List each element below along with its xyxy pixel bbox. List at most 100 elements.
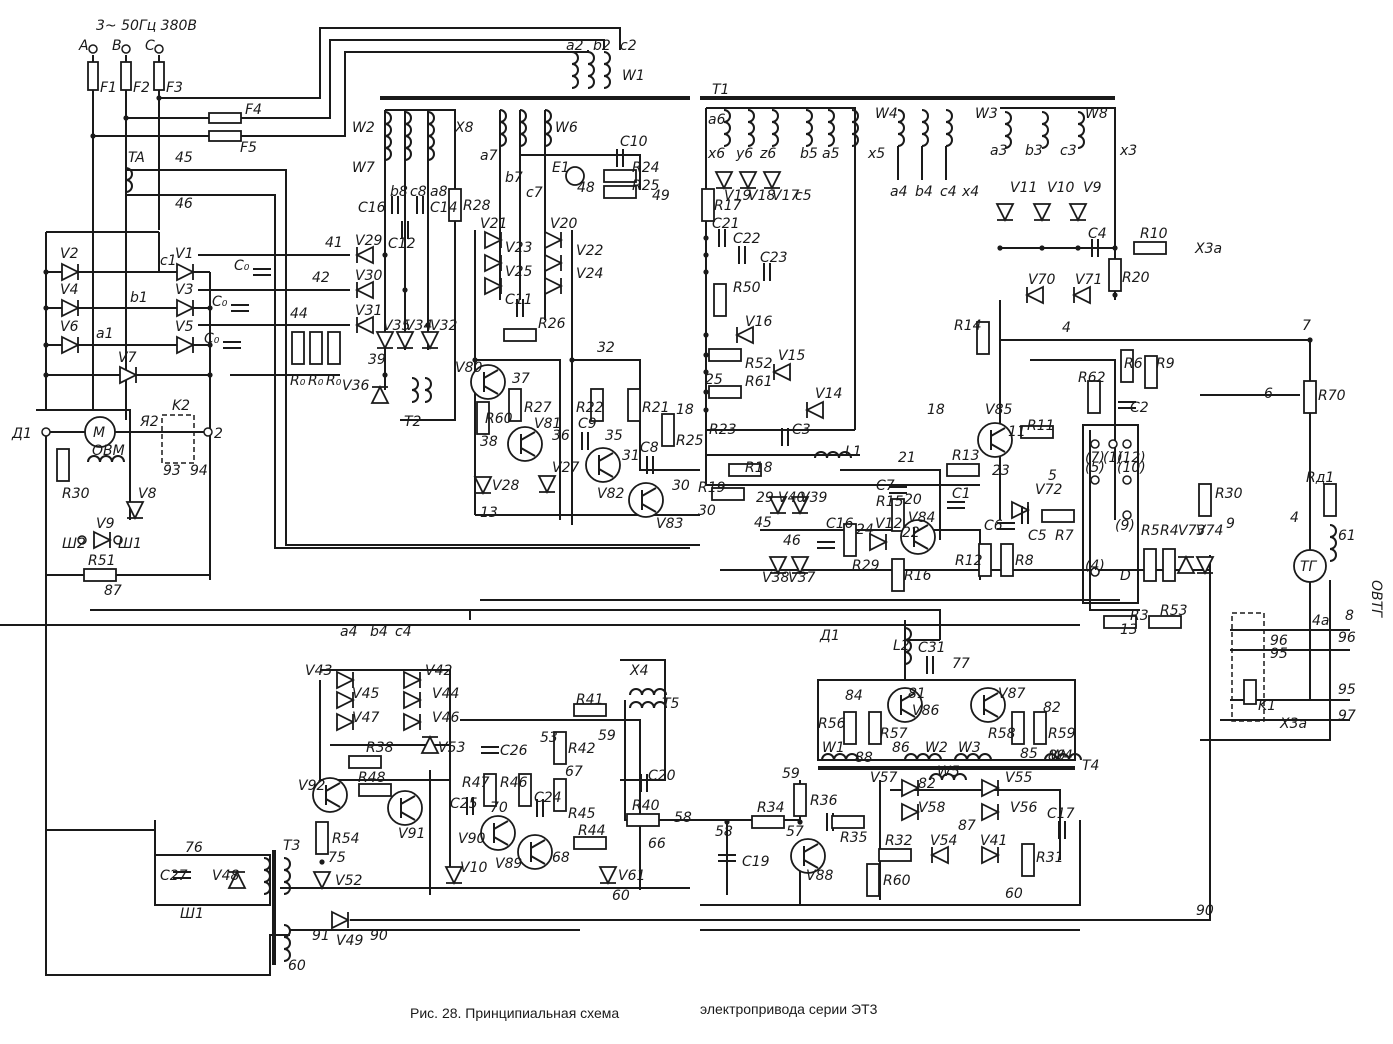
resistor-icon	[1000, 543, 1014, 577]
thyristor-icon	[734, 325, 754, 345]
supply-label: 3~ 50Гц 380В	[96, 18, 197, 34]
diode-label: V54	[930, 833, 957, 849]
node-label: 13	[480, 505, 498, 521]
diode-label: V57	[870, 770, 897, 786]
node-label: Ш1	[180, 906, 204, 922]
diode-label: V2	[60, 246, 79, 262]
diode-icon	[484, 230, 504, 250]
thyristor-label: V3	[175, 282, 193, 298]
diode-label: V17	[772, 188, 799, 204]
node-label: 76	[185, 840, 203, 856]
diode-label: V38	[762, 570, 789, 586]
node-label: 48	[577, 180, 595, 196]
tap-label: c4	[395, 624, 412, 640]
resistor-icon	[1133, 241, 1167, 255]
transistor-icon	[628, 482, 664, 518]
capacitor-icon	[1021, 506, 1029, 524]
diode-icon	[544, 253, 564, 273]
diode-label: V10	[1047, 180, 1074, 196]
resistor-icon	[483, 773, 497, 807]
resistor-label: R20	[1122, 270, 1150, 286]
junction-dot	[703, 369, 709, 375]
resistor-label: R19	[698, 480, 726, 496]
tacho-field-label: ОВТГ	[1368, 580, 1384, 618]
current-transformer-icon	[125, 167, 133, 193]
inductor-icon	[814, 451, 852, 459]
resistor-icon	[1143, 548, 1157, 582]
resistor-label: R28	[463, 198, 491, 214]
diode-icon	[768, 496, 788, 516]
tap-label: a5	[822, 146, 840, 162]
resistor-icon	[1323, 483, 1337, 517]
diode-label: V71	[1075, 272, 1102, 288]
node-label: 42	[312, 270, 330, 286]
resistor-label: R52	[745, 356, 773, 372]
diode-icon	[484, 276, 504, 296]
node-label: 4	[1290, 510, 1299, 526]
resistor-icon	[728, 463, 762, 477]
resistor-label: R11	[1027, 418, 1055, 434]
capacitor-label: C26	[500, 743, 528, 759]
transistor-label: V87	[998, 686, 1025, 702]
transistor-label: V92	[298, 778, 325, 794]
resistor-icon	[603, 185, 637, 199]
tap-label: a6	[708, 112, 726, 128]
diode-label: V35	[383, 318, 410, 334]
diode-label: V45	[352, 686, 379, 702]
resistor-label: R6	[1124, 356, 1143, 372]
diode-label: V22	[576, 243, 603, 259]
thyristor-icon	[176, 262, 196, 282]
tap-label: a4	[340, 624, 358, 640]
transistor-label: V80	[455, 360, 482, 376]
node-label: 88	[855, 750, 873, 766]
diode-label: V53	[438, 740, 465, 756]
capacitor-label: C6	[984, 518, 1003, 534]
capacitor-icon	[646, 456, 654, 474]
node-label: 57	[786, 824, 804, 840]
resistor-label: R61	[745, 374, 773, 390]
junction-dot	[797, 819, 803, 825]
resistor-icon	[553, 778, 567, 812]
winding-label: W3	[958, 740, 981, 756]
transistor-icon	[387, 790, 423, 826]
resistor-icon	[1020, 425, 1054, 439]
node-label: 36	[552, 428, 570, 444]
resistor-icon	[1033, 711, 1047, 745]
capacitor-icon	[718, 854, 736, 862]
resistor-label: R62	[1078, 370, 1106, 386]
node-label: 85	[1020, 746, 1038, 762]
relay-label: K1	[1258, 698, 1276, 714]
resistor-icon	[1162, 548, 1176, 582]
junction-dot	[703, 252, 709, 258]
tap-label: a4	[890, 184, 908, 200]
resistor-icon	[661, 413, 675, 447]
node-label: 23	[992, 463, 1010, 479]
resistor-icon	[603, 169, 637, 183]
transistor-icon-leads	[483, 369, 499, 395]
winding-icon	[1044, 753, 1082, 761]
node-label: 32	[597, 340, 615, 356]
winding-icon	[1077, 111, 1085, 149]
fuse-icon	[87, 61, 99, 91]
junction-dot	[319, 859, 325, 865]
capacitor-icon	[817, 541, 835, 549]
output-label: 4	[1062, 320, 1071, 336]
terminal	[77, 535, 87, 545]
transistor-label: V82	[597, 486, 624, 502]
diode-icon	[354, 315, 374, 335]
resistor-icon	[1041, 509, 1075, 523]
terminal	[121, 44, 131, 54]
winding-icon	[1004, 111, 1012, 149]
junction-dot	[724, 819, 730, 825]
capacitor-label: C24	[534, 790, 562, 806]
transistor-icon-leads	[983, 692, 999, 718]
resistor-label: R60	[485, 411, 513, 427]
tap-label: a3	[990, 143, 1008, 159]
resistor-label: R27	[524, 400, 552, 416]
diode-icon	[484, 253, 504, 273]
resistor-label: R25	[676, 433, 704, 449]
thyristor-icon	[176, 335, 196, 355]
resistor-label: R8	[1015, 553, 1034, 569]
transistor-icon-leads	[990, 427, 1006, 453]
